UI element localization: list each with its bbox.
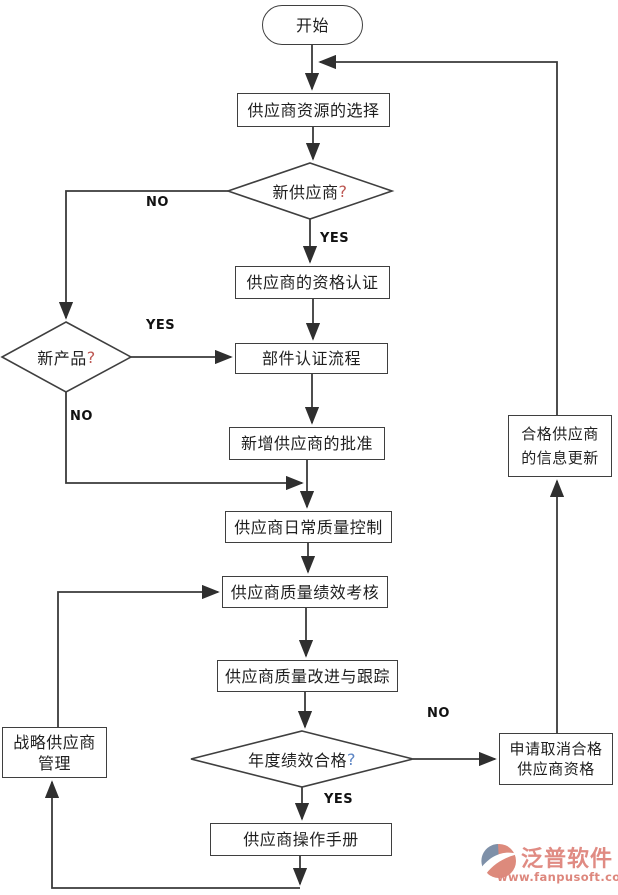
node-update-line2: 的信息更新 — [521, 449, 599, 467]
fanpu-brand-text: 泛普软件 — [521, 847, 614, 872]
edge-bottom-to-strategic — [44, 780, 300, 889]
node-qualified-supplier-info-update: 合格供应商 的信息更新 — [508, 415, 612, 477]
node-daily-quality-control: 供应商日常质量控制 — [225, 511, 392, 543]
decision-new-supplier-label: 新供应商 — [272, 183, 339, 202]
label-yes-annual: YES — [324, 792, 354, 807]
decision-new-supplier: 新供应商? — [228, 163, 392, 219]
node-supplier-resource-selection-label: 供应商资源的选择 — [247, 100, 380, 120]
node-new-supplier-approval: 新增供应商的批准 — [229, 427, 385, 460]
label-no-annual: NO — [427, 706, 450, 721]
decision-new-product-shape — [0, 321, 133, 393]
node-supplier-qualification: 供应商的资格认证 — [235, 266, 390, 299]
node-supplier-operation-manual: 供应商操作手册 — [210, 823, 392, 856]
node-daily-quality-control-label: 供应商日常质量控制 — [234, 517, 383, 537]
edge-new-supplier-no-to-new-product — [58, 190, 228, 320]
node-component-certification: 部件认证流程 — [235, 343, 388, 374]
node-quality-improvement-tracking-label: 供应商质量改进与跟踪 — [224, 666, 390, 686]
decision-annual-performance-shape — [190, 730, 414, 788]
fanpu-watermark: 泛普软件 www.fanpusoft.com — [477, 839, 618, 887]
node-quality-performance-assessment: 供应商质量绩效考核 — [222, 576, 388, 608]
edge-strategic-to-performance — [57, 584, 220, 727]
node-strategic-line2: 管理 — [37, 753, 71, 773]
node-quality-improvement-tracking: 供应商质量改进与跟踪 — [217, 660, 398, 692]
decision-annual-performance-qmark: ? — [347, 749, 356, 769]
node-new-supplier-approval-label: 新增供应商的批准 — [240, 434, 373, 453]
node-component-certification-label: 部件认证流程 — [261, 349, 361, 368]
fanpu-url-text: www.fanpusoft.com — [497, 870, 618, 884]
decision-annual-performance: 年度绩效合格? — [191, 731, 413, 787]
decision-new-supplier-shape — [225, 162, 395, 220]
label-yes-new-supplier: YES — [320, 231, 350, 246]
decision-new-product-qmark: ? — [86, 347, 96, 367]
fanpu-logo-icon — [481, 844, 518, 878]
decision-annual-performance-label: 年度绩效合格 — [247, 751, 347, 770]
label-no-new-product: NO — [70, 409, 93, 424]
node-supplier-resource-selection: 供应商资源的选择 — [237, 93, 390, 127]
decision-new-supplier-qmark: ? — [338, 181, 348, 201]
edge-new-product-no-join — [65, 392, 304, 491]
node-start-label: 开始 — [295, 15, 329, 35]
node-update-line1: 合格供应商 — [521, 425, 599, 443]
node-cancel-line2: 供应商资格 — [517, 760, 595, 778]
decision-new-product: 新产品? — [2, 322, 131, 392]
node-quality-performance-assessment-label: 供应商质量绩效考核 — [230, 582, 380, 602]
label-no-new-supplier: NO — [146, 195, 169, 210]
node-start: 开始 — [262, 5, 363, 45]
decision-new-product-label: 新产品 — [37, 349, 87, 368]
node-strategic-line1: 战略供应商 — [13, 732, 96, 752]
node-cancel-qualified-supplier: 申请取消合格 供应商资格 — [499, 733, 613, 785]
node-cancel-line1: 申请取消合格 — [509, 740, 603, 758]
node-strategic-supplier-management: 战略供应商 管理 — [2, 727, 107, 778]
node-supplier-qualification-label: 供应商的资格认证 — [246, 273, 379, 292]
label-yes-new-product: YES — [146, 318, 176, 333]
edge-update-to-top-feedback — [318, 54, 558, 415]
node-supplier-operation-manual-label: 供应商操作手册 — [243, 830, 359, 849]
